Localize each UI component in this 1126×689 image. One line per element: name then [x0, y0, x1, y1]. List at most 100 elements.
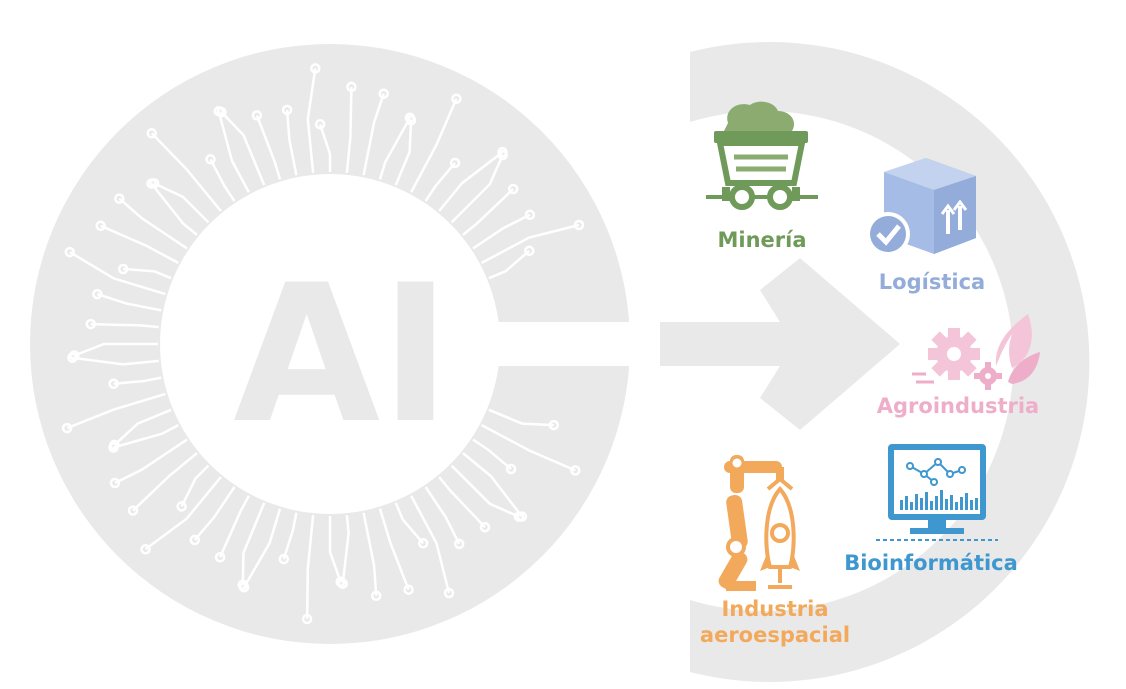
circuit-trace: [488, 249, 531, 280]
circuit-node: [570, 465, 581, 476]
circuit-node: [108, 378, 119, 389]
monitor-bar: [905, 496, 908, 510]
circuit-trace: [462, 452, 523, 518]
circuit-trace: [481, 223, 580, 265]
gear-leaf-icon: [912, 314, 1040, 390]
right-ring: [690, 42, 1090, 683]
circuit-node: [281, 104, 293, 116]
circuit-node: [310, 63, 321, 74]
circuit-trace: [285, 109, 298, 176]
circuit-trace: [481, 423, 576, 472]
circuit-node: [403, 584, 414, 595]
circuit-node: [497, 149, 508, 161]
circuit-node: [524, 245, 535, 257]
monitor-bar: [945, 499, 948, 510]
circuit-node: [149, 178, 160, 189]
mine-cart-icon: [706, 101, 818, 210]
circuit-trace: [362, 93, 385, 176]
label-agroindustria: Agroindustria: [876, 394, 1040, 418]
label-mineria: Minería: [717, 228, 807, 252]
circuit-node: [189, 534, 201, 546]
circuit-node: [513, 511, 525, 522]
circuit-node: [507, 183, 519, 195]
circuit-circle: [30, 44, 630, 644]
circuit-node: [205, 154, 216, 165]
circuit-trace: [72, 356, 159, 366]
circuit-node: [146, 128, 157, 139]
circuit-node: [64, 246, 76, 258]
circuit-node: [443, 587, 455, 599]
circuit-trace: [409, 495, 451, 594]
circuit-trace: [90, 322, 159, 329]
circuit-node: [92, 288, 103, 300]
label-aeroespacial-line1: Industria: [721, 597, 829, 621]
circuit-trace: [394, 120, 413, 186]
monitor-bar: [930, 501, 933, 510]
circuit-node: [370, 590, 382, 602]
circuit-trace: [118, 197, 188, 250]
monitor-bar: [955, 502, 958, 510]
circuit-trace: [438, 151, 504, 212]
monitor-bar: [915, 494, 918, 510]
monitor-bar: [965, 493, 968, 510]
circuit-trace: [318, 123, 332, 172]
circuit-node: [524, 209, 536, 221]
center-label: AI: [233, 244, 451, 465]
monitor-bar: [910, 502, 913, 510]
circuit-trace: [362, 512, 378, 596]
circuit-node: [251, 110, 263, 121]
monitor-bar: [920, 498, 923, 510]
circuit-node: [85, 318, 97, 330]
circuit-trace: [218, 495, 251, 558]
circuit-trace: [255, 114, 282, 180]
circuit-trace: [424, 486, 461, 545]
monitor-bar: [960, 497, 963, 510]
circuit-node: [451, 93, 462, 104]
circuit-trace: [394, 502, 425, 545]
circuit-trace: [450, 464, 520, 518]
circuit-trace: [150, 132, 222, 212]
circuit-node: [314, 118, 326, 130]
circuit-trace: [193, 486, 236, 541]
circuit-trace: [209, 158, 236, 202]
circuit-node: [237, 579, 249, 590]
circuit-trace: [306, 68, 317, 173]
circuit-node: [346, 81, 357, 93]
circuit-node: [378, 88, 389, 99]
circuit-node: [69, 350, 80, 361]
circuit-node: [61, 422, 73, 434]
circuit-trace: [66, 392, 166, 430]
circuit-trace: [217, 110, 251, 193]
circuit-node: [214, 552, 226, 563]
circuit-node: [479, 521, 491, 533]
circuit-trace: [73, 342, 158, 357]
circuit-trace: [409, 98, 458, 193]
label-bioinformatica: Bioinformática: [844, 551, 1018, 575]
circuit-node: [548, 419, 560, 431]
circuit-trace: [220, 111, 266, 186]
circuit-trace: [472, 438, 512, 470]
label-logistica: Logística: [878, 270, 986, 294]
package-box-icon: [866, 158, 976, 256]
monitor-bar: [900, 500, 903, 510]
circuit-trace: [243, 508, 282, 588]
circuit-trace: [305, 515, 315, 620]
circuit-trace: [96, 292, 162, 312]
circuit-node: [301, 613, 313, 625]
monitor-network-icon: [876, 444, 998, 541]
circuit-node: [453, 538, 465, 550]
circuit-trace: [132, 452, 198, 512]
circuit-trace: [100, 224, 179, 265]
circuit-node: [216, 106, 227, 118]
circuit-trace: [378, 117, 411, 180]
circuit-trace: [241, 502, 266, 585]
monitor-bar: [940, 490, 943, 510]
circuit-trace: [462, 188, 515, 236]
circuit-node: [109, 439, 120, 451]
monitor-bar: [975, 498, 978, 510]
circuit-node: [417, 538, 429, 549]
circuit-node: [405, 114, 417, 126]
circuit-trace: [345, 86, 353, 173]
circuit-node: [449, 157, 461, 169]
